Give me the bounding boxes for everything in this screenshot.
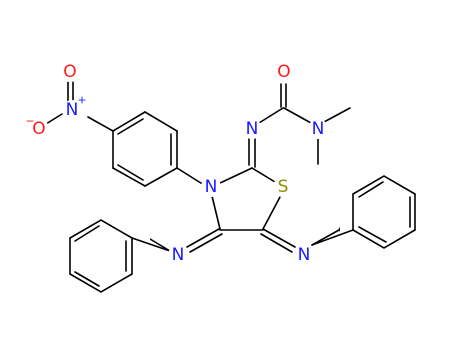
bond-ring-c2-n3 (217, 167, 253, 185)
ring-s-label: S (278, 177, 289, 197)
nitro-o-top-label: O (63, 62, 76, 82)
bond-ring-n3-c4 (211, 195, 221, 230)
imine-n-left-atom: N (168, 245, 188, 265)
nitro-o-bottom-atom: O − (25, 115, 49, 139)
carbonyl-o-label: O (277, 62, 290, 82)
nitro-o-top-atom: O (60, 62, 80, 82)
bond-n-methyl-right (323, 107, 351, 123)
bond-c4-imine-double-a (186, 228, 220, 248)
imine-n-top-label: N (246, 119, 259, 139)
nitro-n-label: N (66, 100, 79, 120)
bond-c5-imine-double-b (260, 233, 293, 253)
dimethyl-n-atom: N (308, 119, 328, 139)
ring-s-atom: S (273, 177, 293, 197)
ring-n-atom: N (201, 177, 221, 197)
bond-carbonyl-c-imine-n (258, 107, 284, 124)
bond-ring-c2-s (251, 167, 276, 183)
bond-c5-imine-double-a (262, 228, 296, 248)
nitro-n-atom: N + (62, 94, 87, 120)
bond-ring-s-c5 (262, 196, 281, 230)
imine-n-left-label: N (172, 245, 185, 265)
ring-n-label: N (205, 177, 218, 197)
bond-right-imine-phenyl (311, 229, 340, 246)
atom-labels: O N N N S N N N + (25, 62, 328, 265)
imine-n-right-label: N (298, 245, 311, 265)
nitro-o-bottom-label: O (32, 119, 45, 139)
bond-nitro-o-bottom (45, 113, 63, 125)
imine-n-top-atom: N (242, 119, 262, 139)
bond-n3-aryl (176, 167, 205, 186)
bond-carbonyl-c-n (283, 107, 312, 124)
nitro-o-bottom-charge: − (25, 115, 34, 128)
nitrophenyl-ring (112, 111, 178, 187)
imine-n-right-atom: N (294, 245, 314, 265)
nitro-n-charge: + (77, 94, 86, 107)
bond-aryl-nitro (87, 116, 114, 132)
bond-c4-imine-double-b (189, 233, 223, 253)
dimethyl-n-label: N (312, 119, 325, 139)
carbonyl-o-atom: O (274, 62, 294, 82)
phenyl-rings-clean (52, 172, 430, 296)
